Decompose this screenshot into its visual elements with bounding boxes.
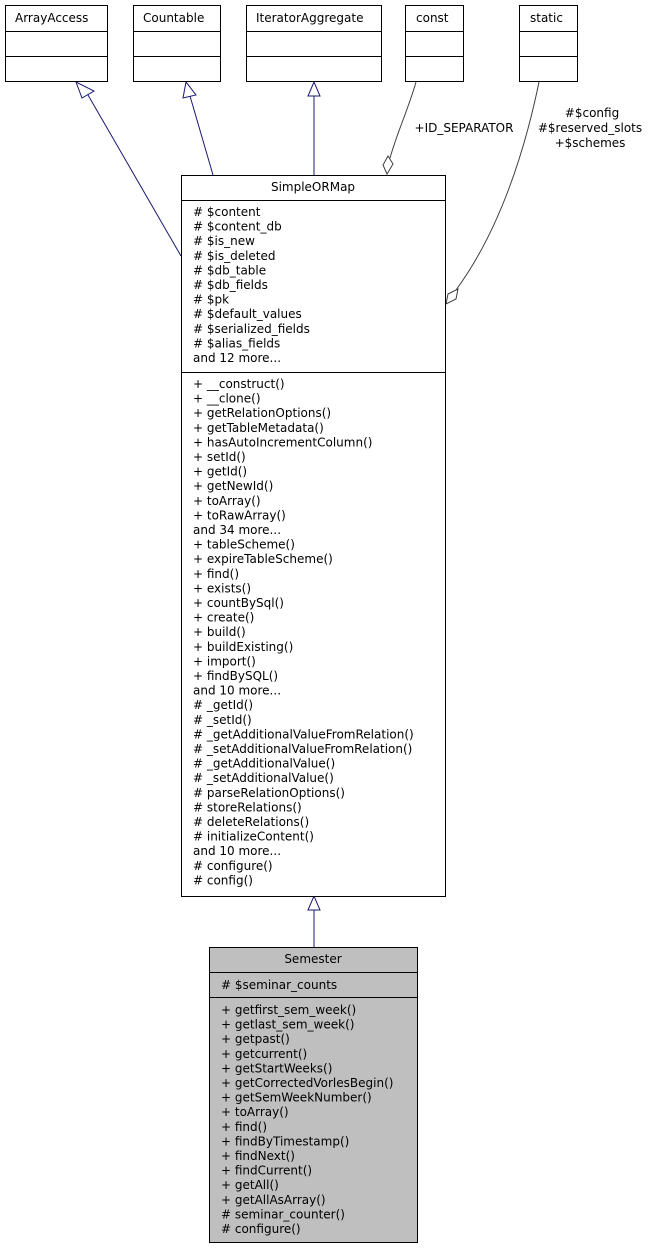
attribute-list: # $seminar_counts	[221, 978, 337, 992]
class-method: # _getId()	[193, 698, 253, 712]
class-box-arrayaccess[interactable]: ArrayAccess	[5, 5, 108, 82]
class-method: + getAll()	[221, 1178, 279, 1192]
edge-iteratoraggregate-inheritance	[307, 80, 321, 175]
edge-countable-inheritance	[182, 80, 214, 176]
class-method: + getStartWeeks()	[221, 1061, 332, 1075]
class-method: # config()	[193, 873, 253, 887]
method-list: + __construct()+ __clone()+ getRelationO…	[193, 377, 414, 887]
edge-static-usage	[445, 81, 540, 305]
class-method: # storeRelations()	[193, 800, 302, 814]
edge-semester-inheritance	[307, 894, 321, 947]
class-box-simpleormap[interactable]: SimpleORMap # $content# $content_db# $is…	[181, 175, 446, 897]
class-attribute: # $pk	[193, 293, 229, 307]
class-attribute: # $is_deleted	[193, 249, 276, 263]
class-method: + __clone()	[193, 392, 261, 406]
class-method: # deleteRelations()	[193, 815, 309, 829]
class-method: + countBySql()	[193, 596, 284, 610]
class-method: + buildExisting()	[193, 640, 293, 654]
class-box-const[interactable]: const	[405, 5, 464, 82]
class-method: # _getAdditionalValueFromRelation()	[193, 727, 414, 741]
class-name: ArrayAccess	[15, 11, 88, 25]
class-method: + setId()	[193, 450, 246, 464]
class-method: # _setId()	[193, 713, 252, 727]
class-method: + getpast()	[221, 1032, 290, 1046]
class-method: # _getAdditionalValue()	[193, 757, 335, 771]
edge-label-schemes: +$schemes	[555, 136, 626, 150]
class-method: + findByTimestamp()	[221, 1134, 349, 1148]
class-attribute: # $seminar_counts	[221, 978, 337, 992]
class-method: and 34 more...	[193, 523, 281, 537]
class-name: static	[530, 11, 563, 25]
class-method: + create()	[193, 611, 254, 625]
attribute-list: # $content# $content_db# $is_new# $is_de…	[193, 205, 310, 365]
class-method: + tableScheme()	[193, 538, 295, 552]
class-method: + getNewId()	[193, 479, 273, 493]
class-method: # initializeContent()	[193, 830, 314, 844]
class-name: const	[416, 11, 449, 25]
class-method: # _setAdditionalValue()	[193, 771, 334, 785]
class-method: + getAllAsArray()	[221, 1193, 326, 1207]
class-method: + getId()	[193, 465, 247, 479]
class-box-iteratoraggregate[interactable]: IteratorAggregate	[246, 5, 382, 82]
class-method: + getlast_sem_week()	[221, 1018, 354, 1032]
class-attribute: and 12 more...	[193, 351, 281, 365]
class-box-countable[interactable]: Countable	[133, 5, 221, 82]
class-method: + build()	[193, 625, 246, 639]
class-attribute: # $db_table	[193, 263, 266, 277]
edge-arrayaccess-inheritance	[75, 80, 182, 257]
class-method: + toRawArray()	[193, 508, 286, 522]
class-method: + getSemWeekNumber()	[221, 1091, 372, 1105]
edge-const-usage	[382, 81, 417, 176]
class-attribute: # $serialized_fields	[193, 322, 310, 336]
class-method: + getRelationOptions()	[193, 406, 331, 420]
class-box-semester[interactable]: Semester # $seminar_counts + getfirst_se…	[209, 947, 418, 1243]
edge-label-config: #$config	[565, 106, 619, 120]
class-method: + getCorrectedVorlesBegin()	[221, 1076, 393, 1090]
class-method: + getcurrent()	[221, 1047, 307, 1061]
class-method: # configure()	[221, 1222, 301, 1236]
class-name: SimpleORMap	[271, 180, 355, 194]
class-method: + find()	[221, 1120, 267, 1134]
class-attribute: # $alias_fields	[193, 336, 280, 350]
class-method: + import()	[193, 654, 256, 668]
class-method: + getfirst_sem_week()	[221, 1003, 356, 1017]
class-name: Countable	[143, 11, 204, 25]
edge-label-id-separator: +ID_SEPARATOR	[415, 121, 514, 135]
class-name: IteratorAggregate	[256, 11, 363, 25]
class-attribute: # $db_fields	[193, 278, 268, 292]
edge-label-reserved-slots: #$reserved_slots	[538, 121, 642, 135]
class-attribute: # $default_values	[193, 307, 302, 321]
class-method: + find()	[193, 567, 239, 581]
class-box-static[interactable]: static	[519, 5, 578, 82]
class-method: + exists()	[193, 581, 251, 595]
class-method: + expireTableScheme()	[193, 552, 333, 566]
class-method: + __construct()	[193, 377, 285, 391]
class-method: + findCurrent()	[221, 1164, 312, 1178]
class-method: # configure()	[193, 859, 273, 873]
class-method: + findBySQL()	[193, 669, 278, 683]
class-method: and 10 more...	[193, 684, 281, 698]
class-method: + toArray()	[193, 494, 261, 508]
method-list: + getfirst_sem_week()+ getlast_sem_week(…	[221, 1003, 393, 1236]
class-method: # parseRelationOptions()	[193, 786, 345, 800]
class-method: + toArray()	[221, 1105, 289, 1119]
class-attribute: # $is_new	[193, 234, 255, 248]
class-attribute: # $content_db	[193, 220, 282, 234]
class-method: + hasAutoIncrementColumn()	[193, 435, 372, 449]
class-method: # seminar_counter()	[221, 1207, 345, 1221]
class-method: and 10 more...	[193, 844, 281, 858]
class-method: + findNext()	[221, 1149, 295, 1163]
class-method: + getTableMetadata()	[193, 421, 324, 435]
class-method: # _setAdditionalValueFromRelation()	[193, 742, 412, 756]
class-name: Semester	[284, 952, 341, 966]
class-attribute: # $content	[193, 205, 261, 219]
